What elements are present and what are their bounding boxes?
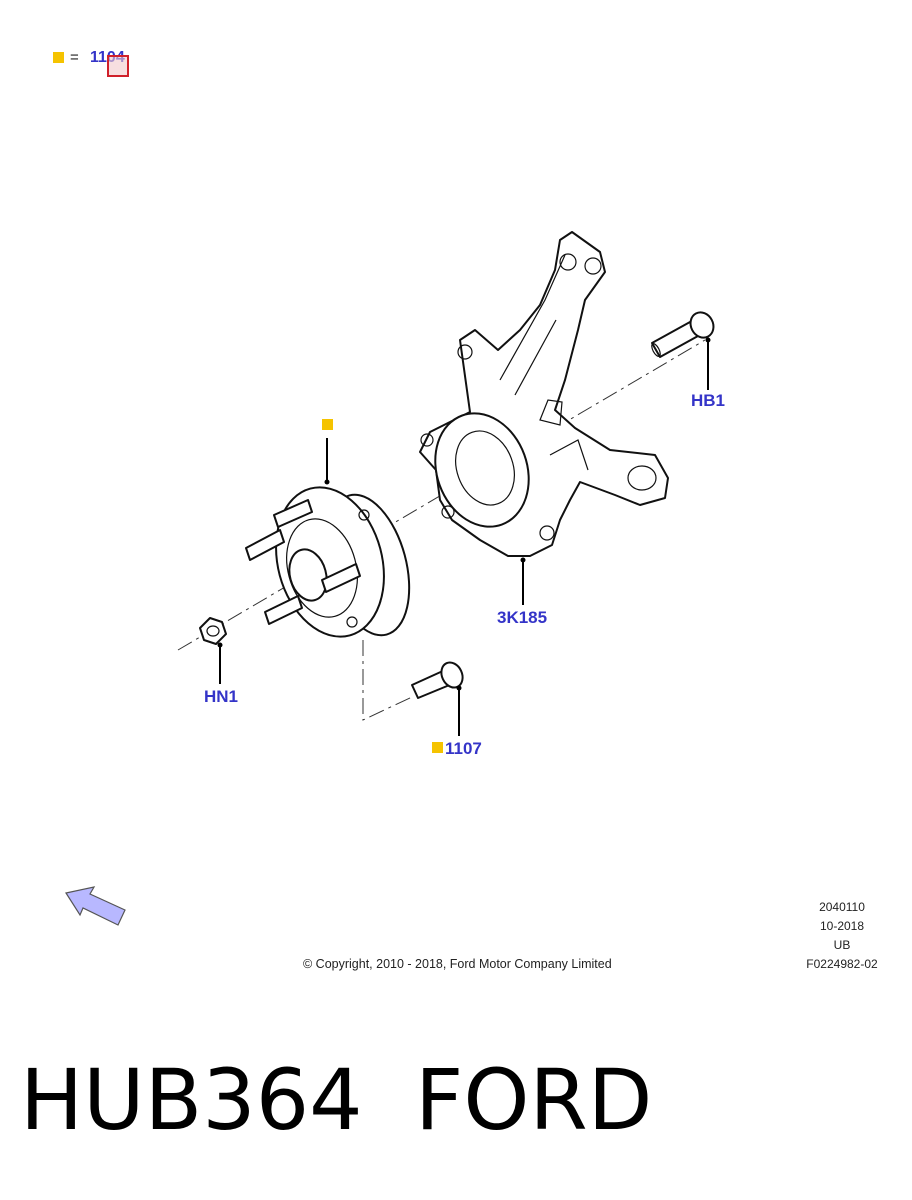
footer-figure-id: F0224982-02 [806, 957, 878, 971]
legend: = 1104 [53, 49, 129, 77]
footer: © Copyright, 2010 - 2018, Ford Motor Com… [303, 900, 878, 971]
footer-date: 10-2018 [820, 919, 864, 933]
direction-arrow-icon[interactable] [65, 886, 126, 926]
footer-region: UB [834, 938, 851, 952]
steering-knuckle [419, 231, 669, 557]
copyright-text: © Copyright, 2010 - 2018, Ford Motor Com… [303, 957, 612, 971]
callout-label-1107: 1107 [445, 739, 482, 758]
callout-3k185: 3K185 [497, 557, 547, 627]
wheel-hub-assembly [245, 486, 411, 638]
callout-label-3k185: 3K185 [497, 608, 547, 627]
caption: HUB364 FORD [20, 1051, 652, 1149]
assembly-axis-lines [177, 339, 706, 721]
callout-label-hn1: HN1 [204, 687, 238, 706]
callout-label-hb1: HB1 [691, 391, 725, 410]
callout-hub-marker [322, 419, 333, 485]
hub-nut [199, 617, 227, 645]
marker-square-icon [432, 742, 443, 753]
bolt-1107 [411, 661, 464, 699]
callout-hn1: HN1 [204, 642, 238, 706]
callout-hb1: HB1 [691, 337, 725, 410]
caption-part-number: HUB364 [20, 1051, 363, 1149]
legend-highlight-box[interactable] [107, 55, 129, 77]
footer-code: 2040110 [819, 900, 865, 914]
caption-brand: FORD [415, 1051, 652, 1149]
marker-square-icon [322, 419, 333, 430]
callout-1107: 1107 [432, 685, 482, 758]
marker-square-icon [53, 52, 64, 63]
hub-bolt [651, 311, 715, 358]
legend-equals: = [70, 49, 79, 66]
